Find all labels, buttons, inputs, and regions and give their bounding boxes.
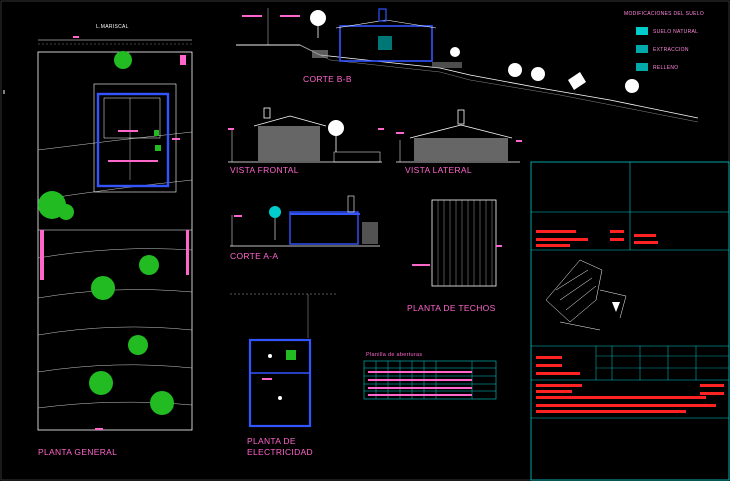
- title-block: [530, 161, 730, 481]
- site-plan-title: PLANTA GENERAL: [38, 447, 118, 457]
- section-aa: [230, 195, 380, 247]
- side-elevation-title: VISTA LATERAL: [405, 165, 472, 175]
- section-aa-title: CORTE A-A: [230, 251, 279, 261]
- front-elevation: [228, 107, 384, 163]
- openings-table: [363, 360, 497, 400]
- legend-item-natural: SUELO NATURAL: [653, 29, 699, 35]
- front-elevation-title: VISTA FRONTAL: [230, 165, 299, 175]
- electrical-plan-title-line1: PLANTA DE: [247, 436, 296, 446]
- electrical-plan-title-line2: ELECTRICIDAD: [247, 447, 313, 457]
- legend-title: MODIFICACIONES DEL SUELO: [624, 11, 705, 17]
- legend-item-extraccion: EXTRACCION: [653, 47, 689, 53]
- section-bb: [236, 8, 699, 123]
- legend-item-relleno: RELLENO: [653, 65, 679, 71]
- section-bb-title: CORTE B-B: [303, 74, 352, 84]
- legend: [636, 27, 648, 71]
- openings-table-title: Planilla de aberturas: [366, 352, 423, 358]
- street-label: L.MARISCAL: [96, 24, 129, 30]
- roof-plan: [412, 199, 502, 287]
- electrical-plan: [230, 293, 338, 428]
- side-elevation: [396, 109, 522, 163]
- roof-plan-title: PLANTA DE TECHOS: [407, 303, 496, 313]
- site-plan: [37, 36, 193, 431]
